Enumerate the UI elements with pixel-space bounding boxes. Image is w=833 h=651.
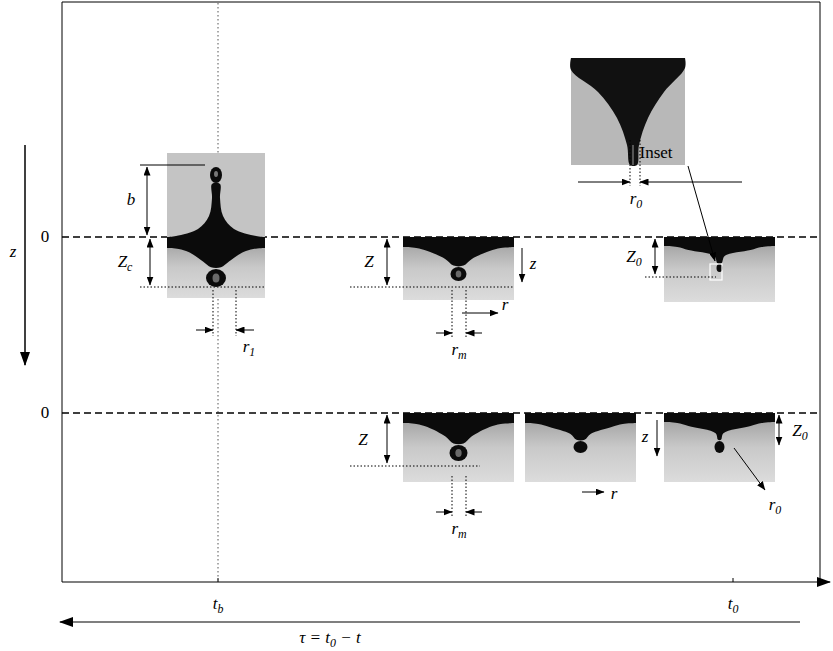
leader-arrow [734,448,765,490]
dimension-line [350,466,480,467]
cavity-shape [403,413,514,444]
axis-origin: 0 [41,228,50,247]
photograph [525,413,636,482]
z-axis-arrow [24,145,26,365]
time-label: tb [213,595,224,614]
highlight [455,449,461,457]
frame [820,2,821,582]
dimension-arrow [387,415,388,463]
photograph [664,237,775,302]
dimension-arrow [779,415,780,445]
dimension-arrow [578,182,630,183]
bubble-tip [574,441,588,453]
highlight [456,271,462,278]
dimension-label: b [127,191,136,210]
bubble-tip [451,267,467,281]
dimension-arrow [236,330,254,331]
dimension-line [645,277,716,278]
dimension-line [452,290,453,338]
dimension-arrow [640,182,742,183]
cavity-shape [664,237,775,264]
axis-arrow [657,420,658,456]
photograph [167,237,265,298]
time-axis [62,581,830,582]
cavity-shape [403,237,514,266]
dimension-line [140,287,265,288]
dimension-label: Z [358,431,367,450]
dimension-line [630,140,631,186]
dimension-arrow [466,512,482,513]
dimension-label: r0 [630,190,643,209]
dimension-arrow [655,239,656,274]
inset-thread [632,145,634,165]
axis-arrow [582,492,604,493]
axis-arrow [522,248,523,282]
dimension-label: rm [451,341,466,360]
inset-label: Inset [639,144,672,163]
axis-origin: 0 [41,404,50,423]
cavity-shape [167,237,265,268]
dimension-label: r1 [243,338,256,357]
tau-arrow [60,621,800,622]
dimension-arrow [466,333,482,334]
dimension-label: rm [451,520,466,539]
axis-label: z [10,243,17,262]
dimension-arrow [436,512,452,513]
bubble-tip [450,445,468,461]
dimension-arrow [150,239,151,285]
highlight [214,171,218,177]
dimension-label: Z0 [792,422,807,441]
bubble-tip [715,441,725,453]
inset-cavity [570,58,685,166]
axis-label: z [530,255,537,274]
cavity-shape [525,413,636,440]
dimension-arrow [196,330,213,331]
cavity-shape [664,413,775,440]
inset-box [710,264,722,280]
dimension-line [236,290,237,336]
axis-label: r [502,296,509,315]
jet-drop [210,167,222,183]
dimension-label: Zc [118,253,133,272]
photograph [664,413,775,482]
dimension-line [452,476,453,517]
axis-arrow [462,313,498,314]
jet-shape [167,183,265,237]
bubble-tip [206,269,226,287]
dimension-line [466,476,467,517]
photograph [403,413,514,482]
dimension-label: Z [364,253,373,272]
dimension-line [140,165,205,166]
leader-arrow [688,166,715,261]
axis-label: r [611,485,618,504]
photograph [167,153,265,237]
dimension-line [350,287,514,288]
dimension-arrow [387,239,388,285]
highlight [213,274,220,283]
dimension-line [466,290,467,338]
time-axis-label: τ = t0 − t [299,629,360,648]
axis-label: z [642,428,649,447]
axis-tick [733,578,734,582]
time-label: t0 [728,595,739,614]
frame [62,2,63,582]
dimension-arrow [436,333,452,334]
dimension-line [213,290,214,336]
photograph [403,237,514,300]
dimension-arrow [147,167,148,235]
dimension-label: r0 [769,496,782,515]
frame [62,2,820,3]
dimension-label: Z0 [626,248,641,267]
